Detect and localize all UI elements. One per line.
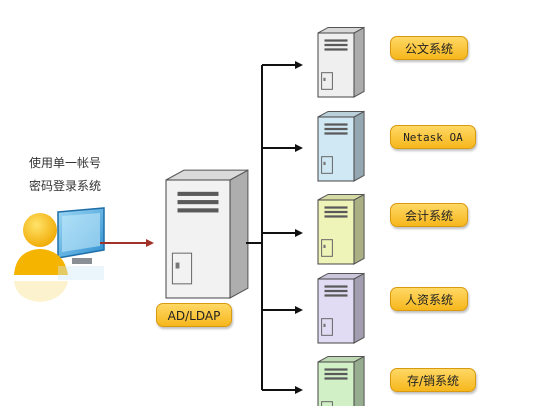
ad-ldap-label: AD/LDAP — [156, 303, 232, 327]
central-server-tower — [165, 169, 249, 299]
system-servers — [317, 26, 365, 410]
user-caption-line1: 使用单一帐号 — [28, 156, 101, 170]
server-icon-inventory — [317, 355, 365, 410]
server-icon-hr — [317, 272, 365, 344]
monitor-stand — [72, 258, 92, 264]
user-head — [23, 213, 57, 247]
system-label-accounting: 会计系统 — [390, 203, 468, 227]
system-label-hr: 人资系统 — [390, 287, 468, 311]
server-icon-netask-oa — [317, 110, 365, 182]
server-icon-documents — [317, 26, 365, 98]
user-to-server-arrow — [100, 239, 154, 247]
central-server-icon — [165, 169, 249, 299]
user-icon — [14, 207, 105, 302]
server-icon-accounting — [317, 193, 365, 265]
system-label-documents: 公文系统 — [390, 36, 468, 60]
system-label-netask-oa: Netask OA — [390, 125, 476, 149]
user-caption-line2: 密码登录系统 — [28, 179, 101, 193]
system-label-inventory: 存/销系统 — [390, 368, 476, 392]
user-body — [14, 249, 68, 275]
connector-lines — [246, 61, 303, 394]
user-reflection — [14, 281, 68, 302]
